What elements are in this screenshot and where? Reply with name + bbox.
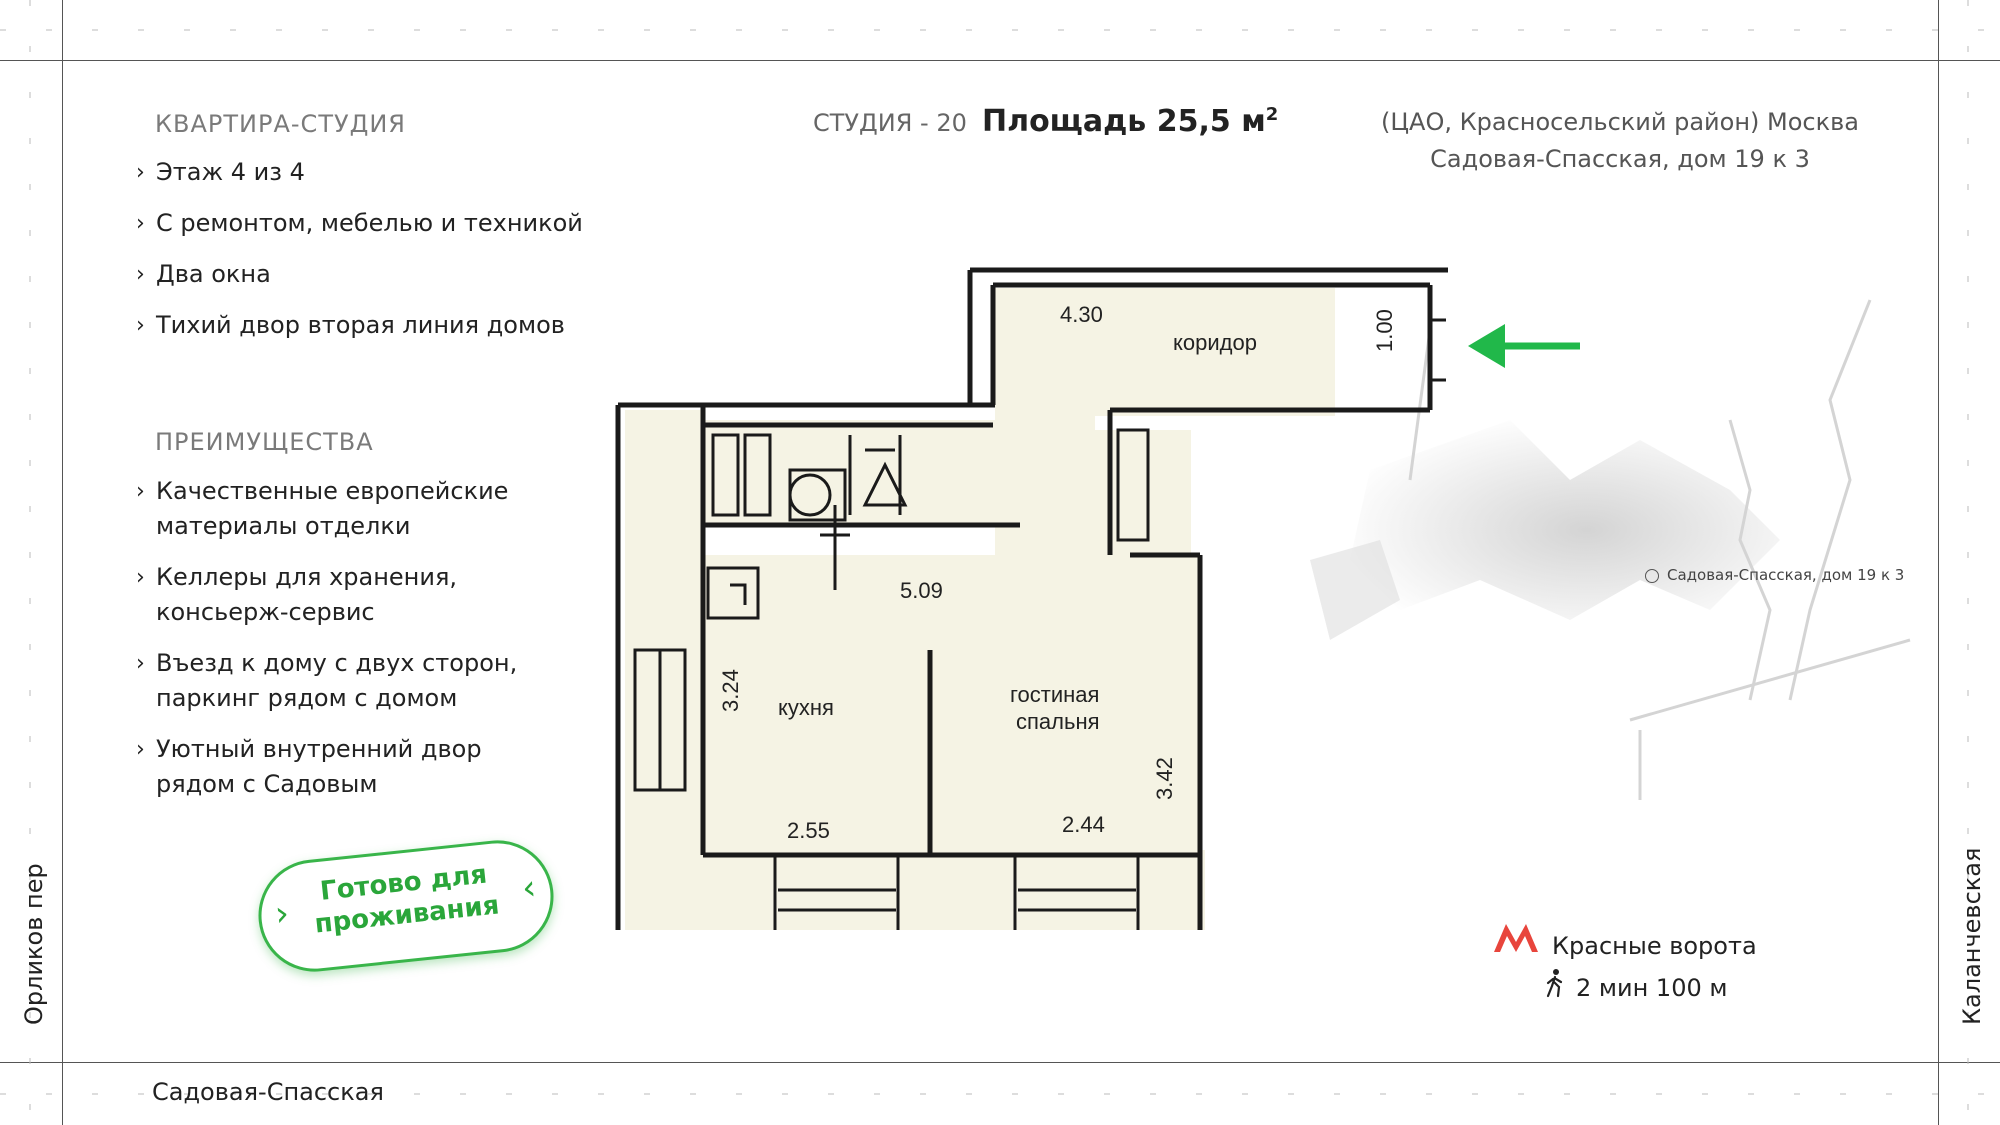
feature-item: ›Тихий двор вторая линия домов xyxy=(136,308,565,343)
frame-bottom-line xyxy=(0,1062,2000,1063)
metro-station: Красные ворота xyxy=(1552,932,1757,960)
metro-walk: 2 мин 100 м xyxy=(1576,974,1728,1002)
room-kitchen: кухня xyxy=(778,695,834,720)
chevron-right-icon: › xyxy=(136,565,145,590)
frame-left-line xyxy=(62,0,63,1125)
entry-arrow xyxy=(1468,324,1580,368)
dim-corridor-width: 1.00 xyxy=(1372,309,1397,352)
dim-living-height: 3.42 xyxy=(1152,757,1177,800)
plan-header: СТУДИЯ - 20 Площадь 25,5 м2 xyxy=(813,104,1278,139)
dim-kitchen-height: 3.24 xyxy=(718,669,743,712)
map-background xyxy=(1310,299,1911,800)
chevron-right-icon: › xyxy=(136,651,145,676)
dim-middle: 5.09 xyxy=(900,578,943,603)
feature-item: ›С ремонтом, мебелью и техникой xyxy=(136,206,583,241)
room-living-2: спальня xyxy=(1016,709,1100,734)
street-bottom: Садовая-Спасская xyxy=(152,1078,384,1106)
apartment-type-title: КВАРТИРА-СТУДИЯ xyxy=(155,110,406,138)
area-label: Площадь 25,5 м2 xyxy=(981,104,1279,139)
chevron-right-icon: › xyxy=(136,737,145,762)
chevron-right-icon: › xyxy=(136,262,145,287)
walk-icon xyxy=(1546,969,1563,998)
chevron-right-icon: › xyxy=(136,479,145,504)
advantage-item: ›Въезд к дому с двух сторон,паркинг рядо… xyxy=(136,646,517,716)
street-left: Орликов пер xyxy=(20,863,48,1025)
feature-item: ›Два окна xyxy=(136,257,271,292)
dim-living-width: 2.44 xyxy=(1062,812,1105,837)
address-line-2: Садовая-Спасская, дом 19 к 3 xyxy=(1430,145,1810,173)
studio-label: СТУДИЯ - 20 xyxy=(813,109,967,137)
map-marker[interactable]: Садовая-Спасская, дом 19 к 3 xyxy=(1645,566,1904,584)
chevron-right-icon: › xyxy=(136,313,145,338)
frame-top-line xyxy=(0,60,2000,61)
metro-icon xyxy=(1494,924,1538,952)
address-line-1: (ЦАО, Красносельский район) Москва xyxy=(1381,108,1859,136)
floor-plan xyxy=(615,267,1580,930)
dim-kitchen-width: 2.55 xyxy=(787,818,830,843)
chevron-right-icon: › xyxy=(136,160,145,185)
marker-icon xyxy=(1645,568,1659,583)
feature-item: ›Этаж 4 из 4 xyxy=(136,155,305,190)
frame-right-line xyxy=(1938,0,1939,1125)
room-corridor: коридор xyxy=(1173,330,1257,355)
room-living-1: гостиная xyxy=(1010,682,1100,707)
dim-corridor-length: 4.30 xyxy=(1060,302,1103,327)
street-right: Каланчевская xyxy=(1958,847,1986,1025)
chevron-right-icon: › xyxy=(136,211,145,236)
advantages-title: ПРЕИМУЩЕСТВА xyxy=(155,428,374,456)
advantage-item: ›Келлеры для хранения,консьерж-сервис xyxy=(136,560,457,630)
